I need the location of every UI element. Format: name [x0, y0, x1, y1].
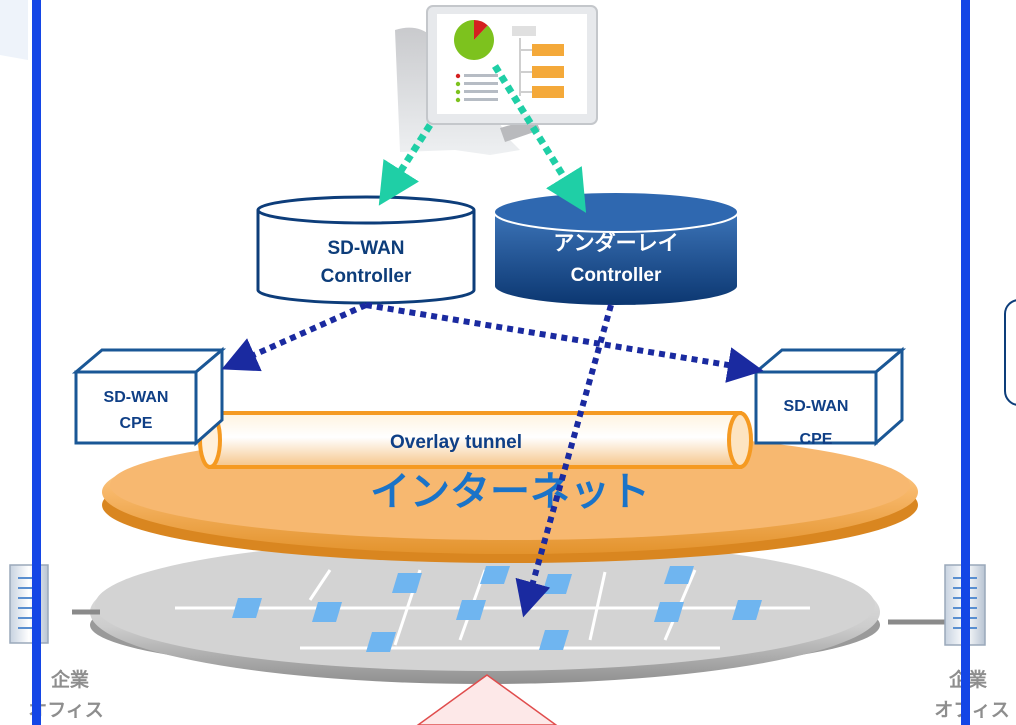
underlay-network-disk	[90, 539, 880, 684]
offscreen-box-edge	[1004, 299, 1016, 406]
arrow-to-cpe-right	[365, 302, 764, 383]
overlay-tunnel	[198, 411, 753, 469]
arrow-to-underlay-controller	[492, 64, 587, 213]
management-arrows	[378, 64, 587, 213]
monitor-screen	[426, 5, 598, 125]
cpe-right-line1: SD-WAN	[784, 398, 849, 415]
arrow-to-underlay-network	[515, 304, 614, 618]
overlay-tunnel-label: Overlay tunnel	[390, 432, 522, 453]
office-building-left	[9, 564, 49, 644]
cpe-left-line2: CPE	[120, 415, 153, 432]
monitor-topology-boxes	[512, 26, 564, 98]
underlay-controller-cylinder	[493, 191, 739, 307]
office-left-line2: オフィス	[28, 700, 104, 721]
underlay-controller-line1: アンダーレイ	[553, 231, 678, 255]
sdwan-controller-cylinder	[256, 195, 476, 305]
arrow-to-cpe-left	[221, 302, 368, 372]
pie-slice-1	[474, 20, 488, 40]
office-left-line1: 企業	[50, 668, 90, 691]
internet-label: インターネット	[370, 470, 650, 514]
cpe-left	[71, 346, 227, 447]
control-arrows	[221, 302, 764, 618]
frame-line-right	[961, 0, 970, 725]
bottom-highlight-triangle	[416, 674, 558, 725]
underlay-controller-line2: Controller	[571, 265, 662, 286]
cpe-left-line1: SD-WAN	[104, 389, 169, 406]
cpe-right	[751, 346, 907, 447]
monitor-log-rows	[455, 73, 498, 103]
sdwan-controller-line2: Controller	[321, 266, 412, 287]
status-pie-chart	[454, 20, 494, 60]
frame-line-left	[32, 0, 41, 725]
cpe-right-line2: CPE	[800, 431, 833, 448]
background-decoration	[0, 0, 28, 60]
underlay-nodes	[232, 566, 762, 652]
office-right-line2: オフィス	[934, 700, 1010, 721]
sdwan-controller-line1: SD-WAN	[327, 238, 404, 259]
arrow-to-sdwan-controller	[378, 123, 433, 206]
